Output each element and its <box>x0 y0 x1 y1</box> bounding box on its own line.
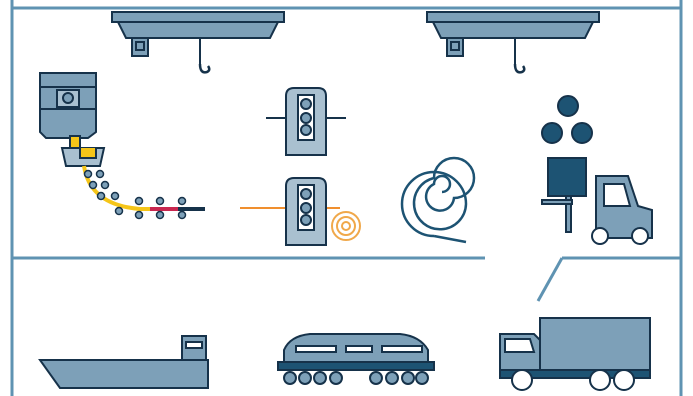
rolling-mill-icon <box>266 88 346 155</box>
steel-coil-icon <box>402 158 474 242</box>
overhead-crane-icon <box>112 12 284 72</box>
freight-train-icon <box>278 334 434 384</box>
truck-icon <box>500 318 650 390</box>
continuous-caster-icon <box>84 166 205 219</box>
forklift-icon <box>542 96 652 244</box>
section-divider <box>12 258 681 301</box>
steel-furnace-icon <box>40 73 104 166</box>
hot-rolling-mill-icon <box>240 178 360 245</box>
ship-icon <box>40 336 208 388</box>
overhead-crane-icon <box>427 12 599 72</box>
